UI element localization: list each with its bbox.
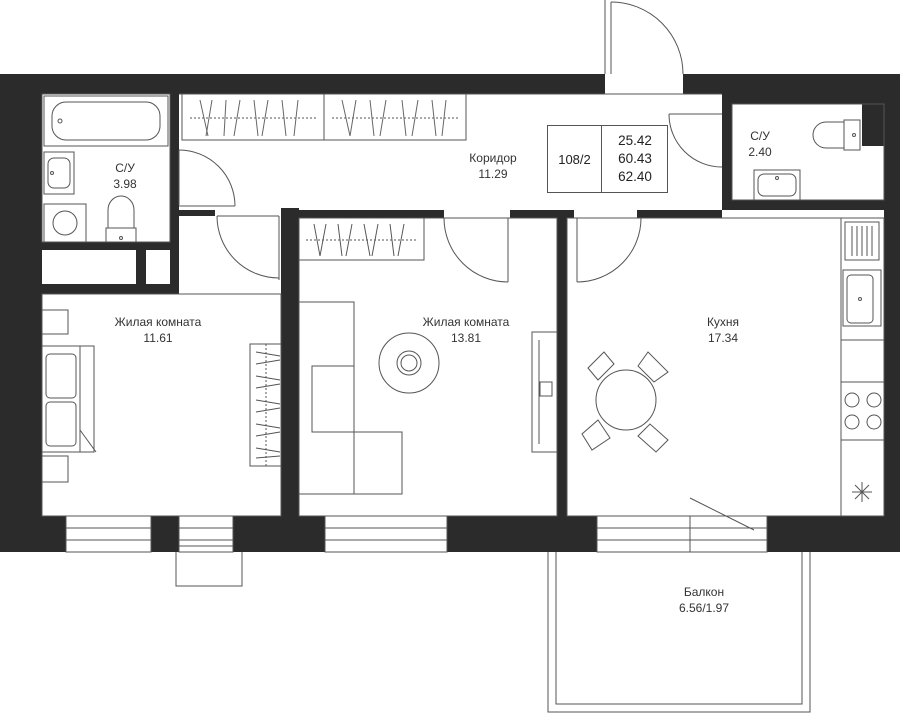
- washing-machine-icon: [43, 203, 87, 243]
- total-area-with-balcony: 62.40: [618, 169, 652, 184]
- door-swing-icon: [443, 217, 510, 283]
- room-label-bathroom-left: С/У 3.98: [90, 160, 160, 192]
- room-label-bathroom-right: С/У 2.40: [730, 128, 790, 160]
- sink-icon: [842, 269, 882, 327]
- tv-stand-icon: [531, 331, 558, 453]
- walls: [0, 74, 900, 552]
- door-swing-icon: [668, 113, 723, 168]
- living-area: 25.42: [618, 133, 652, 148]
- sink-icon: [43, 151, 75, 195]
- window-bay: [175, 545, 243, 587]
- room-area: 6.56/1.97: [678, 601, 730, 615]
- sink-icon: [753, 169, 801, 201]
- room-area: 2.40: [748, 145, 772, 159]
- room-name: Кухня: [706, 315, 740, 329]
- door-swing-icon: [178, 149, 236, 207]
- rug-icon: [378, 332, 440, 394]
- wardrobe-icon: [298, 217, 425, 261]
- room-area: 11.61: [143, 331, 173, 345]
- room-name: С/У: [750, 129, 770, 143]
- wardrobe-hangers-icon: [199, 99, 447, 137]
- entry-door-icon: [604, 0, 684, 75]
- sofa-icon: [298, 301, 403, 495]
- room-label-balcony: Балкон 6.56/1.97: [664, 584, 744, 616]
- bathtub-icon: [43, 95, 169, 147]
- room-label-living-room-2: Жилая комната 13.81: [406, 314, 526, 346]
- window-icon: [596, 497, 768, 553]
- room-name: Жилая комната: [114, 315, 202, 329]
- room-area: 13.81: [450, 331, 482, 345]
- window-icon: [324, 515, 448, 553]
- kitchen-counter-icon: [840, 217, 885, 517]
- fan-icon: [852, 482, 872, 502]
- door-swing-icon: [576, 217, 642, 283]
- room-area: 11.29: [478, 167, 508, 181]
- room-label-corridor: Коридор 11.29: [453, 150, 533, 182]
- total-area: 60.43: [618, 151, 652, 166]
- toilet-icon: [105, 195, 137, 243]
- toilet-icon: [812, 119, 861, 151]
- apartment-info-box: 108/2 25.42 60.43 62.40: [547, 125, 668, 193]
- apartment-number: 108/2: [548, 126, 602, 192]
- room-name: С/У: [115, 161, 135, 175]
- dining-table-icon: [581, 351, 669, 453]
- room-label-kitchen: Кухня 17.34: [688, 314, 758, 346]
- room-name: Жилая комната: [422, 315, 510, 329]
- apartment-areas: 25.42 60.43 62.40: [602, 132, 668, 186]
- balcony-outline: [547, 542, 811, 713]
- room-name: Балкон: [683, 585, 725, 599]
- window-icon: [65, 515, 234, 553]
- bed-icon: [41, 309, 97, 483]
- room-name: Коридор: [469, 151, 517, 165]
- wardrobe-icon: [249, 343, 282, 467]
- stove-icon: [844, 392, 882, 430]
- room-area: 3.98: [113, 177, 137, 191]
- room-area: 17.34: [707, 331, 739, 345]
- room-label-living-room-1: Жилая комната 11.61: [98, 314, 218, 346]
- door-swing-icon: [216, 215, 280, 280]
